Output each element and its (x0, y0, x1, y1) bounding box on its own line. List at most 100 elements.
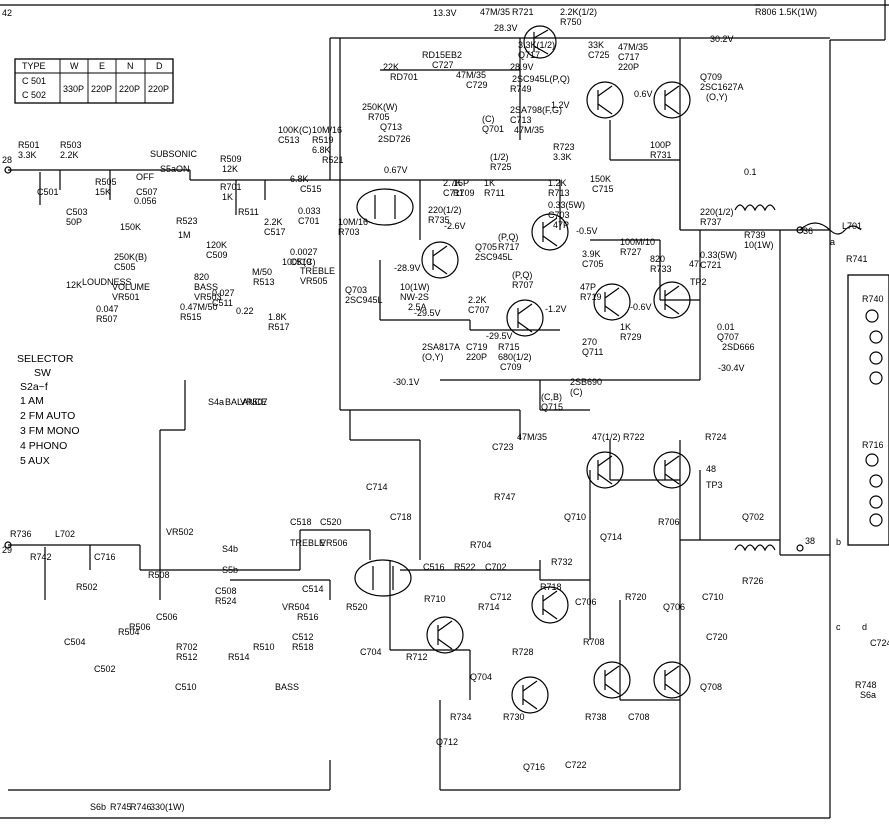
component-label: 330(1W) (150, 802, 185, 812)
component-label: C713 (510, 115, 532, 125)
page-corner-number: 42 (2, 8, 12, 18)
component-label: 2.7K (443, 178, 462, 188)
component-label: C704 (360, 647, 382, 657)
transistor-q705 (531, 213, 569, 251)
component-label: (O,Y) (706, 92, 728, 102)
component-label: 47P (580, 282, 596, 292)
component-label: C717 (618, 52, 640, 62)
legend-item: 3 FM MONO (20, 425, 80, 437)
component-label: 22K (383, 62, 399, 72)
component-label: R502 (76, 582, 98, 592)
table-header-n: N (127, 61, 134, 71)
component-label: (P,Q) (498, 232, 518, 242)
table-header-d: D (156, 61, 163, 71)
component-label: R741 (846, 254, 868, 264)
component-label: R715 (498, 342, 520, 352)
component-label: TREBLE (300, 266, 335, 276)
voltage-label: -2.6V (444, 221, 466, 231)
component-label: R508 (148, 570, 170, 580)
component-label: 0.1 (744, 167, 757, 177)
component-label: 2.2K (60, 150, 79, 160)
component-label: 12K (222, 164, 238, 174)
component-label: R717 (498, 242, 520, 252)
component-label: S5a (160, 164, 176, 174)
transistor-q709 (586, 81, 624, 119)
component-label: Q717 (518, 50, 540, 60)
component-label: S4b (222, 544, 238, 554)
component-label: R720 (625, 592, 647, 602)
terminal-label: 28 (2, 155, 12, 165)
component-label: 2.2K (468, 295, 487, 305)
table-cell-d: 220P (148, 84, 169, 94)
table-row-c502: C 502 (22, 90, 46, 100)
component-label: R738 (585, 712, 607, 722)
component-label: RD15EB2 (422, 50, 462, 60)
component-label: R730 (503, 712, 525, 722)
legend-sub1: SW (34, 367, 51, 379)
component-label: 3.3K (18, 150, 37, 160)
transistor-q712 (593, 661, 631, 699)
component-label: C506 (156, 612, 178, 622)
table-header-w: W (70, 61, 79, 71)
terminal-label: c (836, 622, 841, 632)
component-label: C706 (575, 597, 597, 607)
component-label: C503 (66, 207, 88, 217)
component-label: 150K (120, 222, 141, 232)
component-label: 15P (453, 178, 469, 188)
voltage-labels: 13.3V 28.3V 30.2V 28.9V 1.2V 0.6V 0.67V … (384, 8, 745, 387)
component-label: R521 (322, 155, 344, 165)
component-label: C716 (94, 552, 116, 562)
component-label: C724 (870, 638, 889, 648)
component-label: 220P (466, 352, 487, 362)
component-label: C725 (588, 50, 610, 60)
transistor-q706 (531, 586, 569, 624)
legend-item: 4 PHONO (20, 440, 67, 452)
component-label: VR501 (112, 292, 140, 302)
component-label: R503 (60, 140, 82, 150)
voltage-label: 28.9V (510, 62, 534, 72)
component-label: 47M/35 (456, 70, 486, 80)
component-label: Q712 (436, 737, 458, 747)
transistor-q716 (653, 661, 691, 699)
component-label: C718 (390, 512, 412, 522)
terminal-pad (4, 541, 12, 549)
terminal-label: 47 (689, 259, 699, 269)
component-label: VR507 (240, 397, 268, 407)
component-label: R731 (650, 150, 672, 160)
component-label: R746 (130, 802, 152, 812)
component-label: C510 (175, 682, 197, 692)
component-label: 250K(B) (114, 252, 147, 262)
component-label: Q701 (482, 124, 504, 134)
component-label: 820 (194, 272, 209, 282)
component-label: R523 (176, 216, 198, 226)
component-label: SUBSONIC (150, 149, 198, 159)
component-label: C715 (592, 184, 614, 194)
voltage-label: -0.6V (630, 302, 652, 312)
component-label: R504 (118, 627, 140, 637)
component-label: 2SD726 (378, 134, 411, 144)
component-label: R517 (268, 322, 290, 332)
component-label: R520 (346, 602, 368, 612)
component-label: (C) (570, 387, 583, 397)
component-label: R742 (30, 552, 52, 562)
component-label: Q705 (475, 242, 497, 252)
table-cell-e: 220P (91, 84, 112, 94)
component-label: 2SA798(F,G) (510, 105, 562, 115)
table-cell-w: 330P (63, 84, 84, 94)
voltage-label: 0.6V (634, 89, 653, 99)
component-label: C701 (298, 216, 320, 226)
terminal-label: 29 (2, 545, 12, 555)
transistor-q714 (653, 451, 691, 489)
transistor-q717 (523, 25, 557, 59)
legend-sub2: S2a~f (20, 381, 48, 393)
component-label: VR502 (166, 527, 194, 537)
transistor-q708 (511, 676, 549, 714)
component-label: 10M/16 (312, 125, 342, 135)
component-label: R703 (338, 227, 360, 237)
component-label: R704 (470, 540, 492, 550)
component-label: 0.0027 (290, 247, 318, 257)
inductor-l701 (734, 204, 776, 212)
component-label: 220P (618, 62, 639, 72)
component-label: 1.2K (548, 178, 567, 188)
